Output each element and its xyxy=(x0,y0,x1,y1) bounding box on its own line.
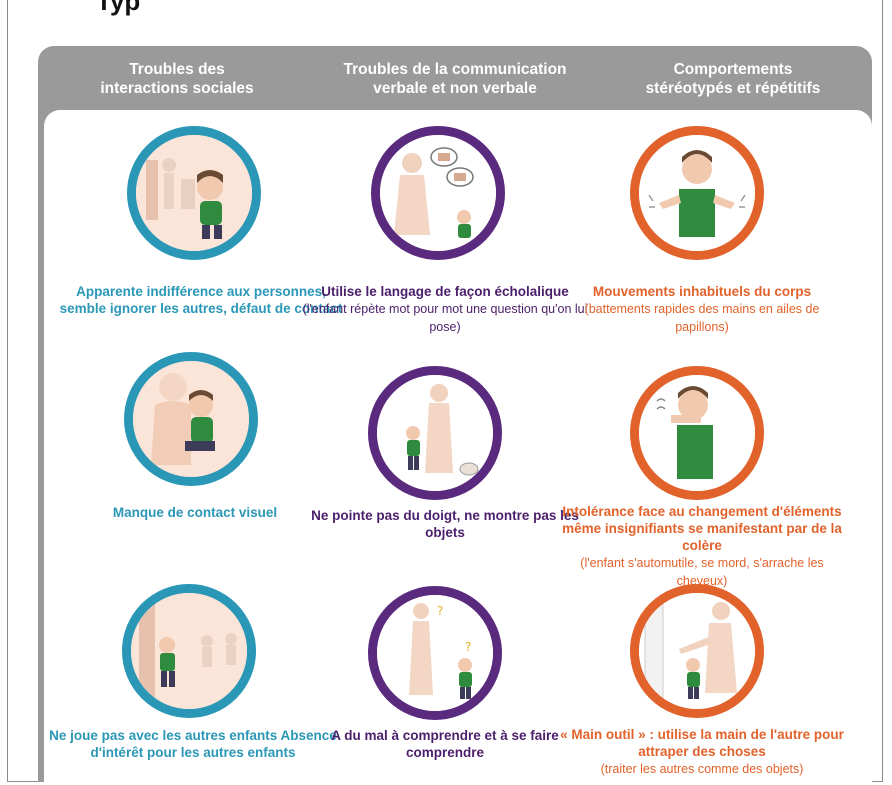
svg-text:?: ? xyxy=(465,640,471,654)
column-title-social: Troubles des interactions sociales xyxy=(100,61,254,97)
caption-behaviours-1-sub: (battements rapides des mains en ailes d… xyxy=(584,302,820,334)
echolalia-speech-illustration xyxy=(371,126,505,260)
caption-behaviours-2-main: Intolérance face au changement d'élément… xyxy=(562,504,842,553)
svg-text:?: ? xyxy=(437,604,443,618)
caption-behaviours-3-main: « Main outil » : utilise la main de l'au… xyxy=(560,727,844,759)
hand-as-tool-illustration xyxy=(630,584,764,718)
self-biting-illustration xyxy=(630,366,764,500)
child-sitting-alone-illustration xyxy=(127,126,261,260)
caption-behaviours-3: « Main outil » : utilise la main de l'au… xyxy=(557,726,847,778)
caption-social-1-main: Apparente indifférence aux personnes, se… xyxy=(59,284,343,316)
caption-behaviours-3-sub: (traiter les autres comme des objets) xyxy=(600,762,804,776)
caption-social-3: Ne joue pas avec les autres enfants Abse… xyxy=(48,727,338,761)
column-title-communication: Troubles de la communication verbale et … xyxy=(343,61,567,97)
caption-communication-1-sub: (l'enfant répète mot pour mot une questi… xyxy=(302,302,588,334)
cropped-heading: Typ xyxy=(96,0,141,16)
confused-child-illustration: ? ? xyxy=(368,586,502,720)
caption-social-1: Apparente indifférence aux personnes, se… xyxy=(56,283,346,317)
playing-alone-illustration xyxy=(122,584,256,718)
caption-communication-2: Ne pointe pas du doigt, ne montre pas le… xyxy=(300,507,590,541)
caption-behaviours-1: Mouvements inhabituels du corps (batteme… xyxy=(557,283,847,336)
caption-behaviours-1-main: Mouvements inhabituels du corps xyxy=(592,284,812,299)
caption-communication-3-main: A du mal à comprendre et à se faire comp… xyxy=(331,728,559,760)
column-headers: Troubles des interactions sociales Troub… xyxy=(38,46,872,110)
hand-flapping-illustration xyxy=(630,126,764,260)
column-title-behaviours: Comportements stéréotypés et répétitifs xyxy=(645,61,821,97)
caption-communication-3: A du mal à comprendre et à se faire comp… xyxy=(300,727,590,761)
caption-social-2: Manque de contact visuel xyxy=(50,504,340,521)
avoiding-eye-contact-illustration xyxy=(124,352,258,486)
caption-communication-2-main: Ne pointe pas du doigt, ne montre pas le… xyxy=(311,508,579,540)
caption-behaviours-2: Intolérance face au changement d'élément… xyxy=(557,503,847,590)
caption-communication-1: Utilise le langage de façon écholalique … xyxy=(300,283,590,336)
not-pointing-illustration xyxy=(368,366,502,500)
caption-social-2-main: Manque de contact visuel xyxy=(112,505,278,520)
caption-communication-1-main: Utilise le langage de façon écholalique xyxy=(321,284,569,299)
caption-social-3-main: Ne joue pas avec les autres enfants Abse… xyxy=(49,728,337,760)
